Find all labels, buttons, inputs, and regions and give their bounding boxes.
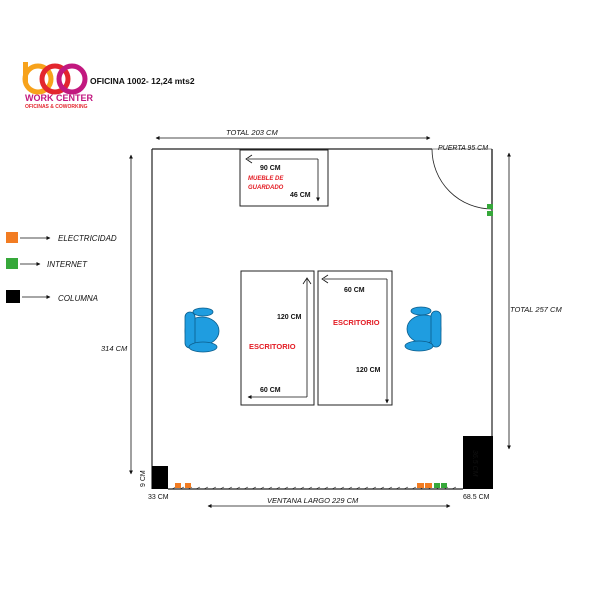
logo-b-stem	[23, 62, 28, 82]
legend-internet-swatch	[6, 258, 18, 269]
internet-outlet	[441, 483, 447, 488]
column-right-width-label: 68.5 CM	[463, 494, 490, 501]
desk-right	[317, 270, 393, 406]
page-title: OFICINA 1002- 12,24 mts2	[90, 76, 195, 86]
desk-left-length-label: 120 CM	[277, 314, 302, 321]
internet-outlet	[487, 204, 493, 209]
internet-outlet	[487, 211, 493, 216]
total-width-label: TOTAL 203 CM	[226, 128, 278, 137]
internet-outlet	[434, 483, 440, 488]
desk-left-arrowhead	[302, 277, 312, 285]
desk-right-width-label: 60 CM	[344, 287, 365, 294]
brand-logo	[22, 62, 88, 95]
cabinet-depth-label: 46 CM	[290, 192, 311, 199]
desk-right-label: ESCRITORIO	[333, 318, 380, 327]
desk-right-arrowhead	[321, 274, 329, 284]
window-length-label: VENTANA LARGO 229 CM	[267, 496, 359, 505]
door	[431, 148, 493, 210]
left-height-label: 314 CM	[101, 344, 128, 353]
column-left	[152, 466, 168, 489]
desk-right-length-label: 120 CM	[356, 367, 381, 374]
desk-left-label: ESCRITORIO	[249, 342, 296, 351]
logo-ring-magenta	[56, 63, 88, 95]
legend-column-label: COLUMNA	[58, 294, 98, 303]
electrical-outlet	[175, 483, 181, 488]
cabinet-arrowhead	[245, 154, 253, 164]
column-left-width-label: 33 CM	[148, 494, 169, 501]
column-right	[463, 436, 493, 489]
brand-tagline: OFICINAS & COWORKING	[25, 104, 88, 110]
legend-column-swatch	[6, 290, 20, 303]
logo-ring-red	[39, 63, 71, 95]
column-right-height-label: 36.5 CM	[471, 450, 478, 477]
right-height-label: TOTAL 257 CM	[510, 305, 562, 314]
chair-right	[404, 306, 442, 352]
cabinet-width-label: 90 CM	[260, 165, 281, 172]
door-swing-arc	[431, 148, 493, 210]
desk-left	[240, 270, 315, 406]
legend: ELECTRICIDAD INTERNET COLUMNA	[6, 232, 117, 303]
brand-name: WORK CENTER	[25, 93, 93, 103]
window	[168, 486, 463, 490]
cabinet-label-line1: MUEBLE DE	[248, 176, 284, 182]
chair-left	[184, 307, 220, 353]
electrical-outlet	[185, 483, 191, 488]
legend-electricity-swatch	[6, 232, 18, 243]
desk-left-width-label: 60 CM	[260, 387, 281, 394]
cabinet-label-line2: GUARDADO	[248, 185, 284, 191]
column-left-height-label: 9 CM	[140, 470, 147, 487]
legend-electricity-label: ELECTRICIDAD	[58, 234, 117, 243]
legend-internet-label: INTERNET	[47, 260, 88, 269]
electrical-outlet	[425, 483, 432, 488]
electrical-outlet	[417, 483, 424, 488]
door-label: PUERTA 95 CM	[438, 145, 488, 152]
